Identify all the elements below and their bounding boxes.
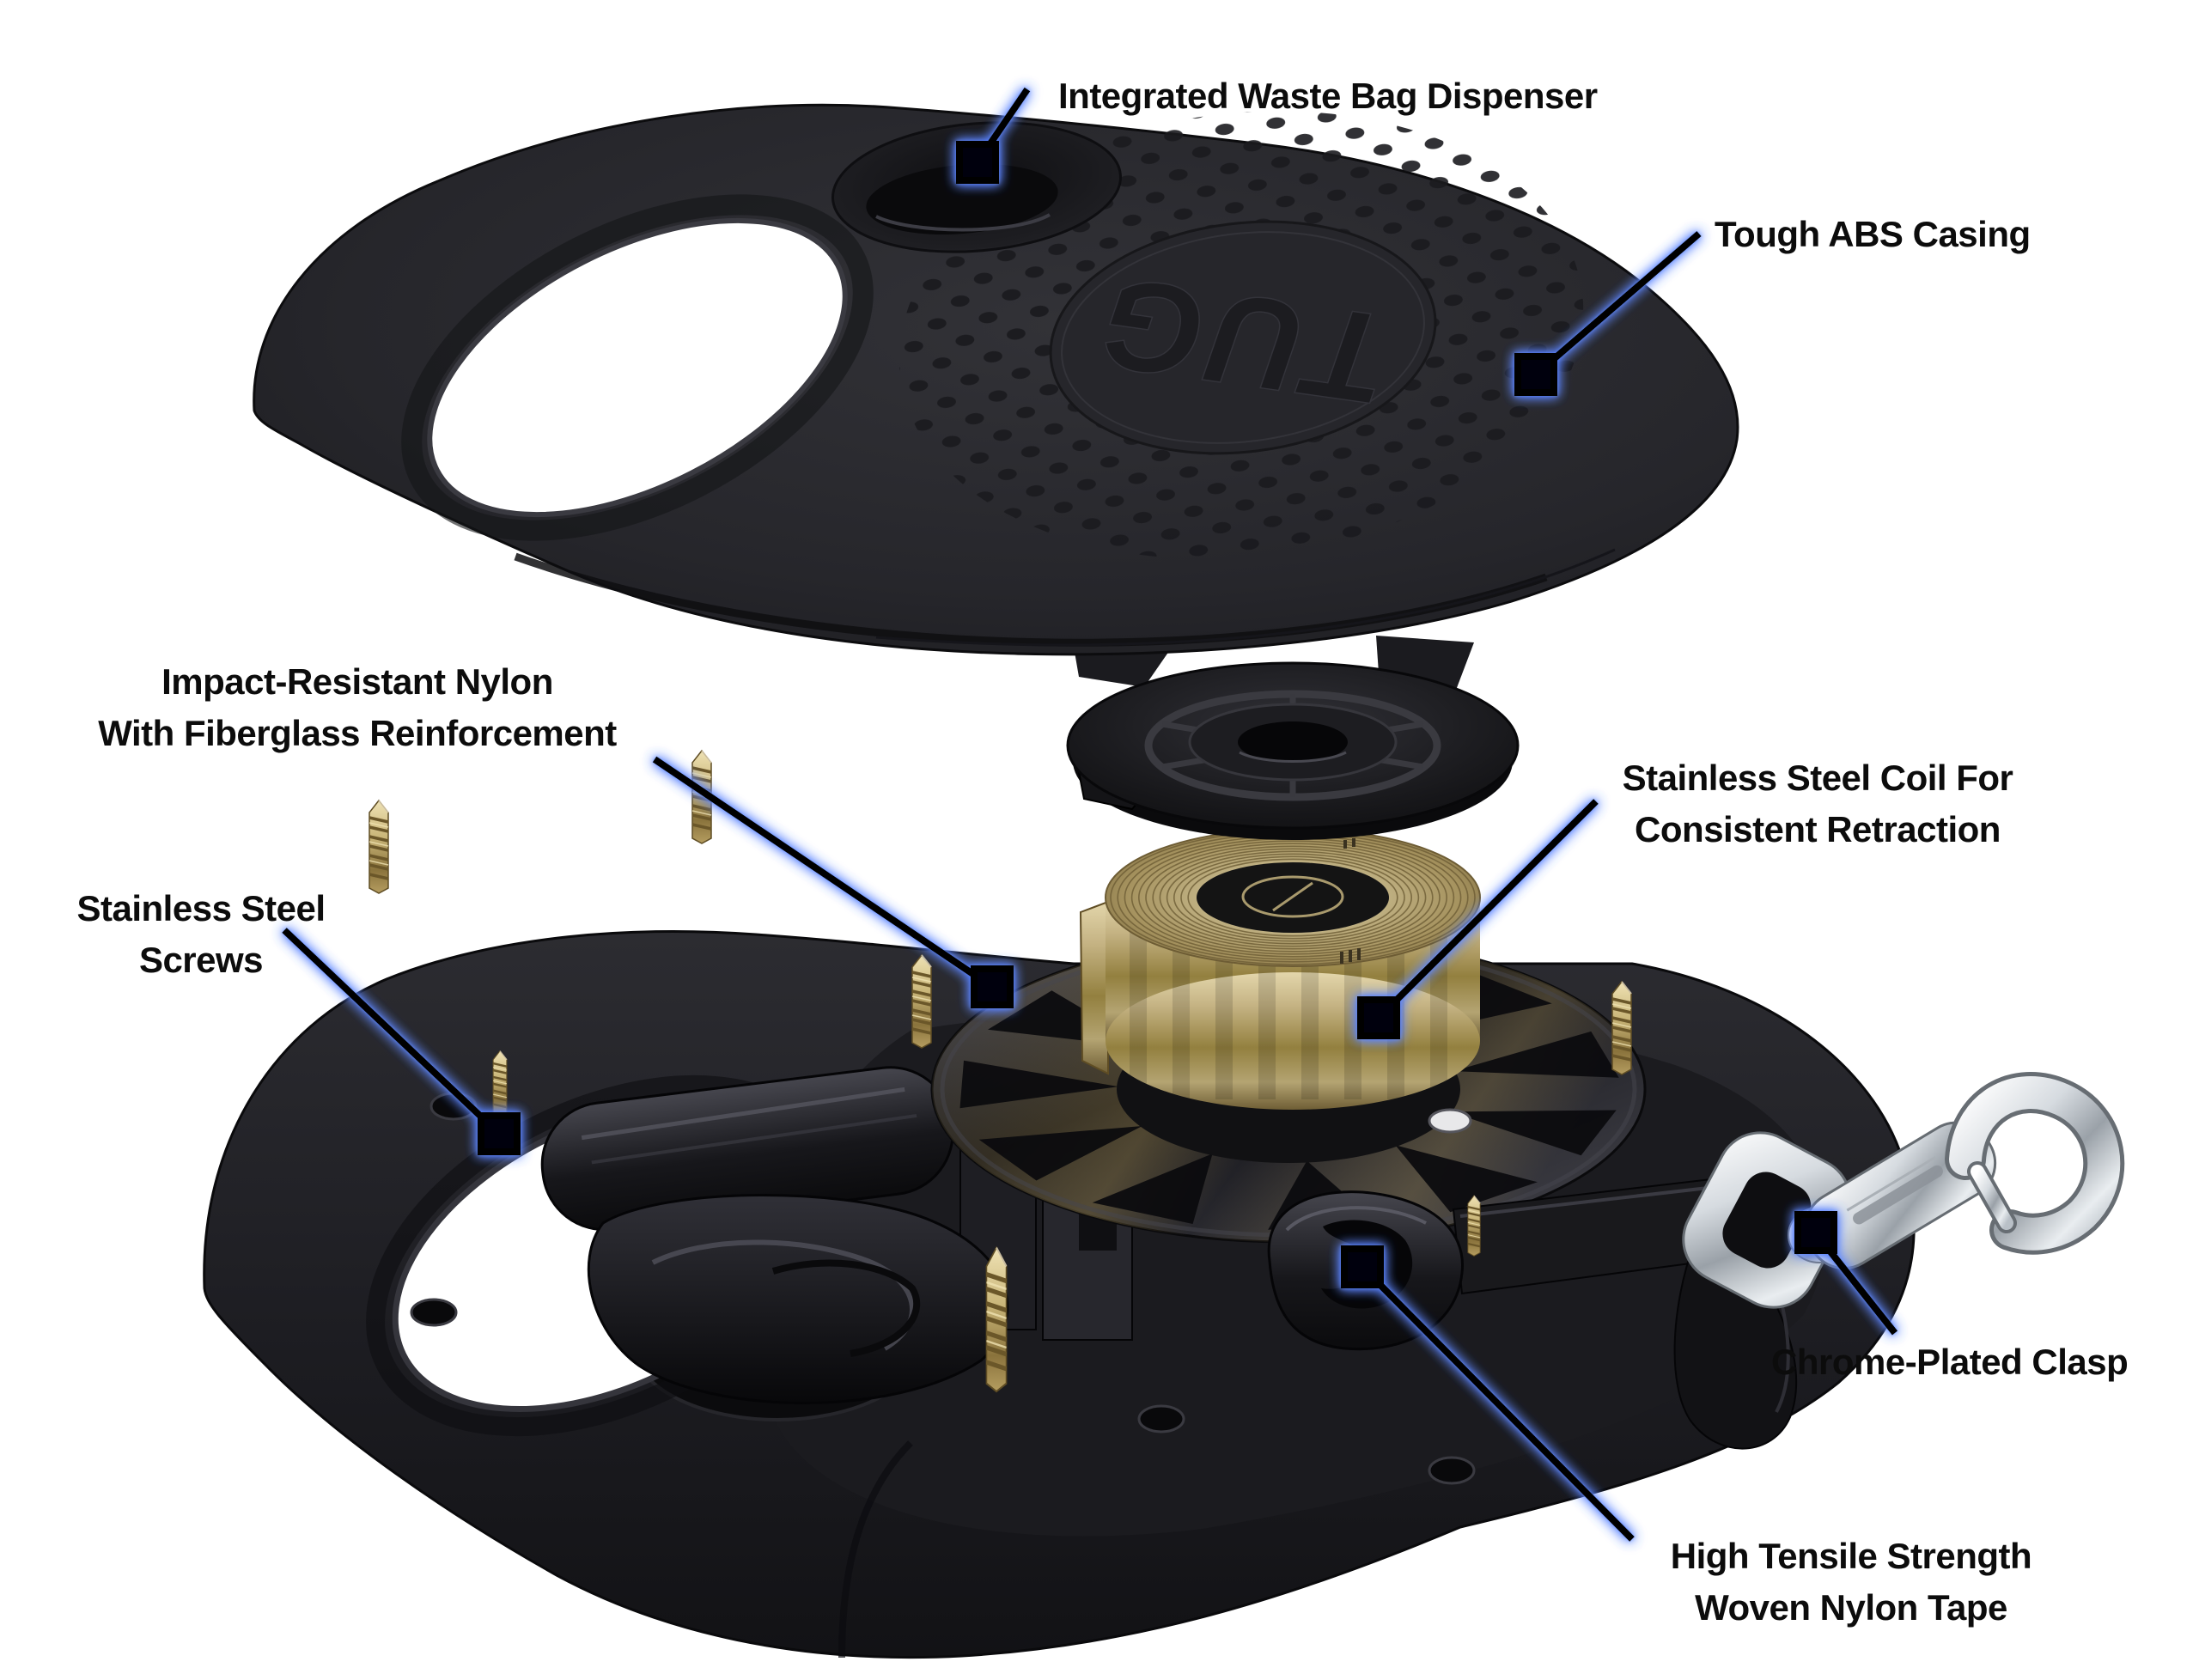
marker-waste-bag-dispenser <box>956 141 999 184</box>
screw-boss <box>1428 1456 1476 1485</box>
brand-emboss: TUG <box>1049 220 1437 455</box>
label-steel-coil: Stainless Steel Coil For Consistent Retr… <box>1586 752 2050 855</box>
label-text: Stainless Steel Coil For <box>1622 758 2013 798</box>
leader-nylon-tape <box>1341 1245 1635 1542</box>
leader-abs-casing <box>1514 230 1702 396</box>
marker-abs-casing <box>1514 353 1557 396</box>
waste-bag-opening <box>831 121 1122 253</box>
label-text: Screws <box>138 940 264 980</box>
label-text: With Fiberglass Reinforcement <box>98 713 617 753</box>
label-steel-screws: Stainless Steel Screws <box>50 883 352 986</box>
label-chrome-clasp: Chrome-Plated Clasp <box>1771 1336 2129 1388</box>
marker-steel-screws <box>478 1112 521 1155</box>
label-text: Integrated Waste Bag Dispenser <box>1058 76 1598 116</box>
trigger-lever <box>587 1194 1009 1404</box>
label-waste-bag-dispenser: Integrated Waste Bag Dispenser <box>1058 70 1598 122</box>
label-text: Stainless Steel <box>76 888 326 928</box>
label-abs-casing: Tough ABS Casing <box>1715 209 2031 260</box>
brass-screw <box>1611 980 1633 1076</box>
brass-screw <box>1466 1194 1482 1257</box>
coil-band-end <box>1079 900 1109 1075</box>
leader-steel-coil <box>1357 799 1599 1039</box>
tape-loop <box>1673 1225 1797 1450</box>
coil-hub-emblem <box>1241 875 1344 918</box>
tape-and-clasp <box>1267 1072 2125 1450</box>
handle-hole <box>401 194 874 541</box>
marker-nylon-tape <box>1341 1245 1384 1288</box>
label-text: High Tensile Strength <box>1670 1536 2032 1576</box>
marker-steel-coil <box>1357 996 1400 1039</box>
clasp-gate <box>1971 1165 2013 1230</box>
coil-spiral <box>1110 830 1476 965</box>
brass-screw <box>986 1248 1006 1391</box>
label-nylon-tape: High Tensile Strength Woven Nylon Tape <box>1619 1531 2083 1634</box>
marker-impact-nylon <box>971 965 1014 1008</box>
brass-screw <box>911 953 933 1050</box>
brass-screw <box>368 799 390 895</box>
marker-chrome-clasp <box>1794 1211 1837 1254</box>
screw-boss <box>410 1298 458 1327</box>
leader-steel-screws <box>282 928 521 1155</box>
screw-boss <box>1137 1404 1185 1433</box>
label-impact-nylon: Impact-Resistant Nylon With Fiberglass R… <box>60 656 655 759</box>
steel-coil <box>1079 828 1481 1110</box>
ratchet-cover-disc <box>1066 636 1520 840</box>
spool-post <box>1428 1108 1472 1134</box>
label-text: Chrome-Plated Clasp <box>1771 1342 2129 1382</box>
brass-screw <box>491 1050 509 1119</box>
label-text: Impact-Resistant Nylon <box>161 661 553 702</box>
label-text: Consistent Retraction <box>1635 809 2001 849</box>
leader-impact-nylon <box>652 756 1014 1008</box>
leader-chrome-clasp <box>1794 1211 1898 1336</box>
top-casing: TUG <box>253 103 1739 656</box>
label-text: Tough ABS Casing <box>1715 214 2031 254</box>
leader-waste-bag-dispenser <box>956 87 1031 184</box>
label-text: Woven Nylon Tape <box>1695 1587 2007 1628</box>
